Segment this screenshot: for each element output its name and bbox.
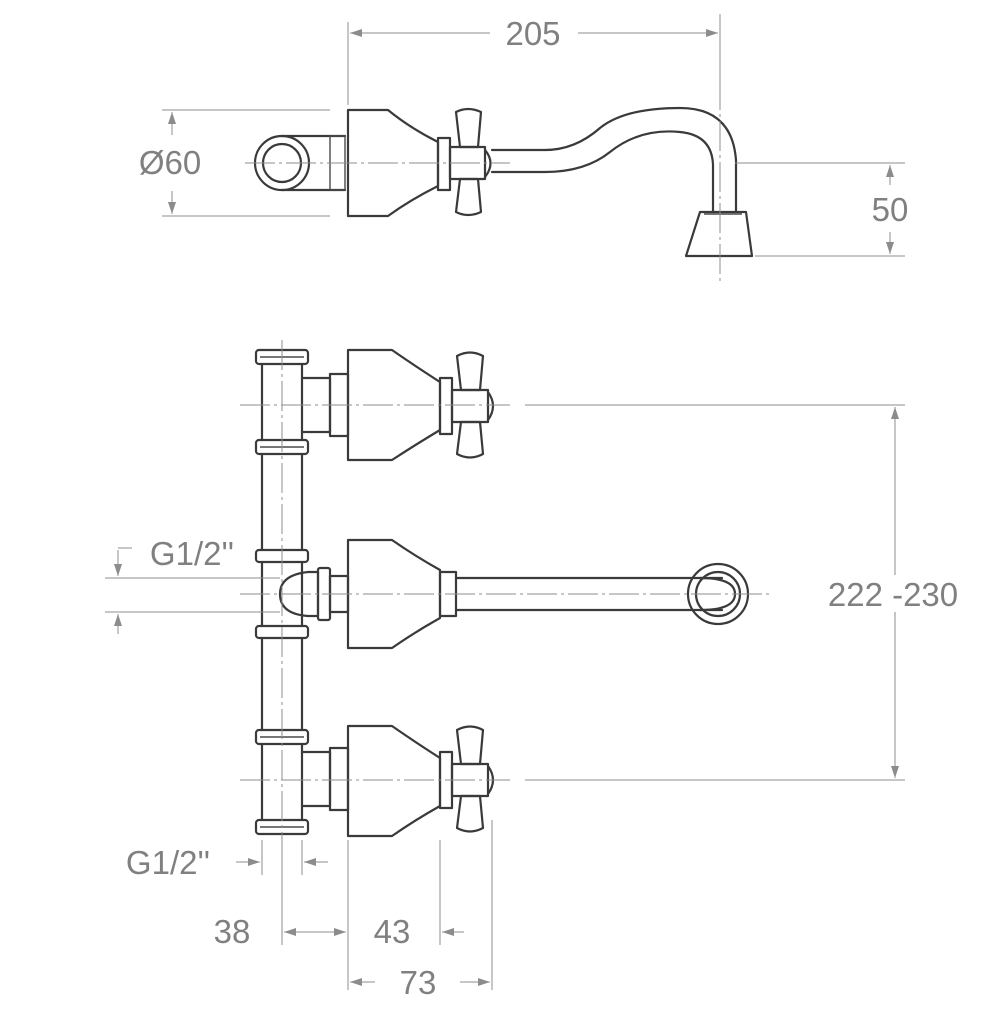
dim-spout-height: 50 [872,191,909,228]
diverter-dome [278,570,320,618]
dim-pipe-offset: 38 [214,913,251,950]
cold-valve-bottom [328,724,495,838]
dim-rosette-diameter: Ø60 [139,144,201,181]
front-view: 222 -230 G1/2'' G1/2'' 38 43 73 [105,340,958,1001]
spout-side [490,106,738,214]
valve-collar-side [436,136,452,192]
dim-center-distance: 222 -230 [828,576,958,613]
dim-handle-offset: 43 [374,913,411,950]
dim-inlet-thread-bottom: G1/2'' [126,844,210,881]
side-view: 205 Ø60 50 [139,14,909,285]
dim-spout-reach: 205 [505,15,560,52]
dim-body-depth: 73 [400,964,437,1001]
cross-handle-side [448,107,492,217]
dim-inlet-thread-top: G1/2'' [150,535,234,572]
aerator-side [684,210,754,258]
